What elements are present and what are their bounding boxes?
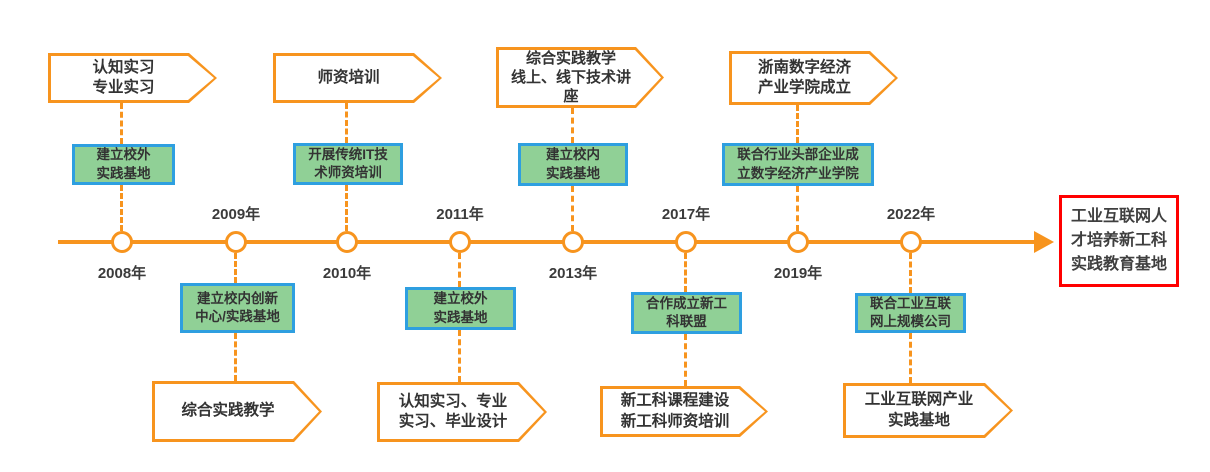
connector-2022-lower — [909, 333, 912, 383]
banner-2009-label: 综合实践教学 — [155, 384, 319, 439]
milestone-2008-label: 建立校外 实践基地 — [96, 147, 151, 181]
banner-2010-label: 师资培训 — [276, 56, 439, 100]
milestone-2022: 联合工业互联 网上规模公司 — [855, 293, 966, 333]
connector-2013-lower — [571, 186, 574, 231]
timeline-node-2019 — [787, 231, 809, 253]
connector-2010-lower — [345, 185, 348, 231]
connector-2008-upper — [120, 103, 123, 144]
banner-2022-label: 工业互联网产业 实践基地 — [846, 386, 1010, 435]
year-2011: 2011年 — [436, 206, 484, 223]
timeline-arrowhead-icon — [1034, 231, 1054, 253]
milestone-2009-label: 建立校内创新 中心/实践基地 — [195, 290, 280, 324]
year-2017: 2017年 — [661, 206, 711, 223]
banner-2013-label: 综合实践教学 线上、线下技术讲 座 — [499, 50, 661, 105]
banner-2013: 综合实践教学 线上、线下技术讲 座 — [496, 47, 664, 108]
milestone-2019: 联合行业头部企业成 立数字经济产业学院 — [722, 143, 874, 186]
timeline-node-2011 — [449, 231, 471, 253]
connector-2017-lower — [684, 334, 687, 386]
milestone-2017-label: 合作成立新工 科联盟 — [646, 295, 727, 329]
connector-2017-upper — [684, 253, 687, 292]
timeline-node-2009 — [225, 231, 247, 253]
timeline-node-2010 — [336, 231, 358, 253]
banner-2010: 师资培训 — [273, 53, 442, 103]
milestone-2011-label: 建立校外 实践基地 — [433, 291, 488, 325]
banner-2022: 工业互联网产业 实践基地 — [843, 383, 1013, 438]
connector-2011-upper — [458, 253, 461, 287]
banner-2019: 浙南数字经济 产业学院成立 — [729, 51, 898, 105]
timeline-node-2017 — [675, 231, 697, 253]
milestone-2011: 建立校外 实践基地 — [405, 287, 516, 330]
connector-2009-lower — [234, 333, 237, 381]
goal-box: 工业互联网人 才培养新工科 实践教育基地 — [1059, 195, 1179, 287]
connector-2010-upper — [345, 103, 348, 143]
milestone-2009: 建立校内创新 中心/实践基地 — [180, 283, 295, 333]
timeline-axis — [58, 240, 1036, 244]
timeline-node-2013 — [562, 231, 584, 253]
year-2008: 2008年 — [97, 265, 147, 282]
year-2013: 2013年 — [548, 265, 598, 282]
banner-2011-label: 认知实习、专业 实习、毕业设计 — [380, 385, 544, 439]
timeline-node-2022 — [900, 231, 922, 253]
banner-2008: 认知实习 专业实习 — [48, 53, 217, 103]
timeline-node-2008 — [111, 231, 133, 253]
connector-2009-upper — [234, 253, 237, 283]
banner-2009: 综合实践教学 — [152, 381, 322, 442]
banner-2017-label: 新工科课程建设 新工科师资培训 — [603, 389, 765, 434]
goal-box-label: 工业互联网人 才培养新工科 实践教育基地 — [1070, 208, 1167, 273]
connector-2019-upper — [796, 105, 799, 143]
milestone-2008: 建立校外 实践基地 — [72, 144, 175, 185]
year-2009: 2009年 — [211, 206, 261, 223]
banner-2008-label: 认知实习 专业实习 — [51, 56, 214, 100]
banner-2011: 认知实习、专业 实习、毕业设计 — [377, 382, 547, 442]
milestone-2013-label: 建立校内 实践基地 — [546, 147, 600, 181]
milestone-2010: 开展传统IT技 术师资培训 — [293, 143, 403, 185]
connector-2019-lower — [796, 186, 799, 231]
year-2010: 2010年 — [322, 265, 372, 282]
banner-2019-label: 浙南数字经济 产业学院成立 — [732, 54, 895, 102]
year-2019: 2019年 — [773, 265, 823, 282]
connector-2011-lower — [458, 330, 461, 382]
connector-2022-upper — [909, 253, 912, 293]
banner-2017: 新工科课程建设 新工科师资培训 — [600, 386, 768, 437]
milestone-2019-label: 联合行业头部企业成 立数字经济产业学院 — [737, 147, 859, 181]
milestone-2010-label: 开展传统IT技 术师资培训 — [308, 146, 388, 180]
milestone-2013: 建立校内 实践基地 — [518, 143, 628, 186]
connector-2013-upper — [571, 108, 574, 143]
year-2022: 2022年 — [886, 206, 936, 223]
milestone-2017: 合作成立新工 科联盟 — [631, 292, 742, 334]
connector-2008-lower — [120, 185, 123, 231]
milestone-2022-label: 联合工业互联 网上规模公司 — [870, 295, 951, 329]
